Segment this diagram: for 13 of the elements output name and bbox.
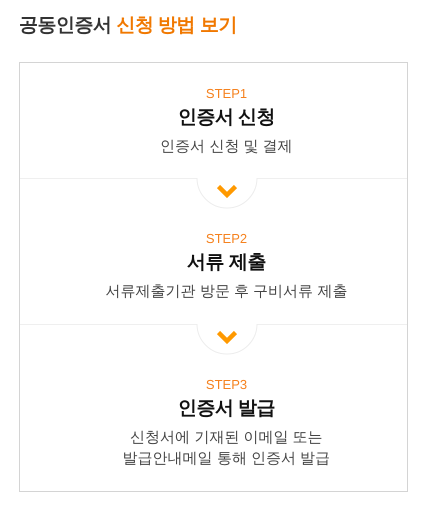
step-label: STEP2 — [206, 231, 248, 247]
heading: 공동인증서 신청 방법 보기 — [19, 14, 237, 38]
step-label: STEP3 — [206, 377, 248, 393]
outline-box — [19, 62, 408, 492]
step-title: 인증서 발급 — [178, 397, 276, 421]
step-title: 서류 제출 — [187, 251, 266, 275]
step-title: 인증서 신청 — [178, 106, 276, 130]
chevron-arrow — [216, 330, 238, 344]
chevron-arrow — [216, 184, 238, 198]
step-description: 신청서에 기재된 이메일 또는 발급안내메일 통해 인증서 발급 — [122, 428, 332, 469]
step-description: 서류제출기관 방문 후 구비서류 제출 — [106, 282, 348, 302]
step-label: STEP1 — [206, 86, 248, 102]
step-description: 인증서 신청 및 결제 — [160, 137, 293, 157]
